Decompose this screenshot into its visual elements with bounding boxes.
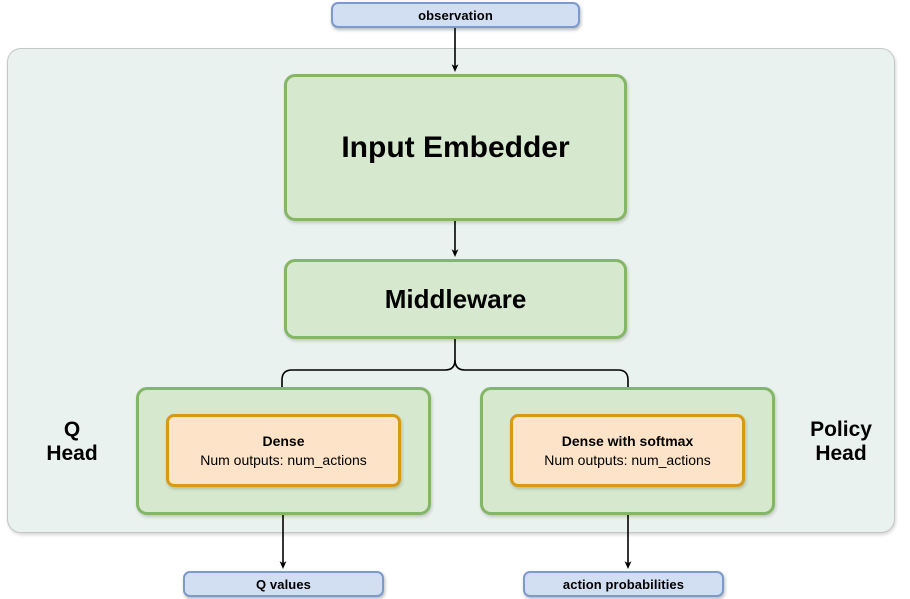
io-node-observation[interactable]: observation [331, 2, 580, 28]
layer-dense[interactable]: Dense Num outputs: num_actions [166, 414, 401, 487]
head-label-q: Q Head [46, 418, 98, 466]
layer-dense-title: Dense [262, 432, 305, 449]
layer-dense-with-softmax-subtitle: Num outputs: num_actions [544, 451, 711, 468]
io-node-q-values-label: Q values [256, 576, 311, 592]
io-node-q-values[interactable]: Q values [183, 571, 384, 597]
io-node-action-probabilities[interactable]: action probabilities [523, 571, 724, 597]
module-input-embedder[interactable]: Input Embedder [284, 74, 627, 221]
layer-dense-subtitle: Num outputs: num_actions [200, 451, 367, 468]
module-middleware[interactable]: Middleware [284, 259, 627, 339]
layer-dense-with-softmax[interactable]: Dense with softmax Num outputs: num_acti… [510, 414, 745, 487]
head-label-policy: Policy Head [810, 418, 872, 466]
io-node-observation-label: observation [418, 7, 493, 23]
module-middleware-label: Middleware [384, 283, 527, 314]
module-input-embedder-label: Input Embedder [341, 130, 570, 164]
io-node-action-probabilities-label: action probabilities [562, 576, 685, 592]
layer-dense-with-softmax-title: Dense with softmax [561, 432, 694, 449]
